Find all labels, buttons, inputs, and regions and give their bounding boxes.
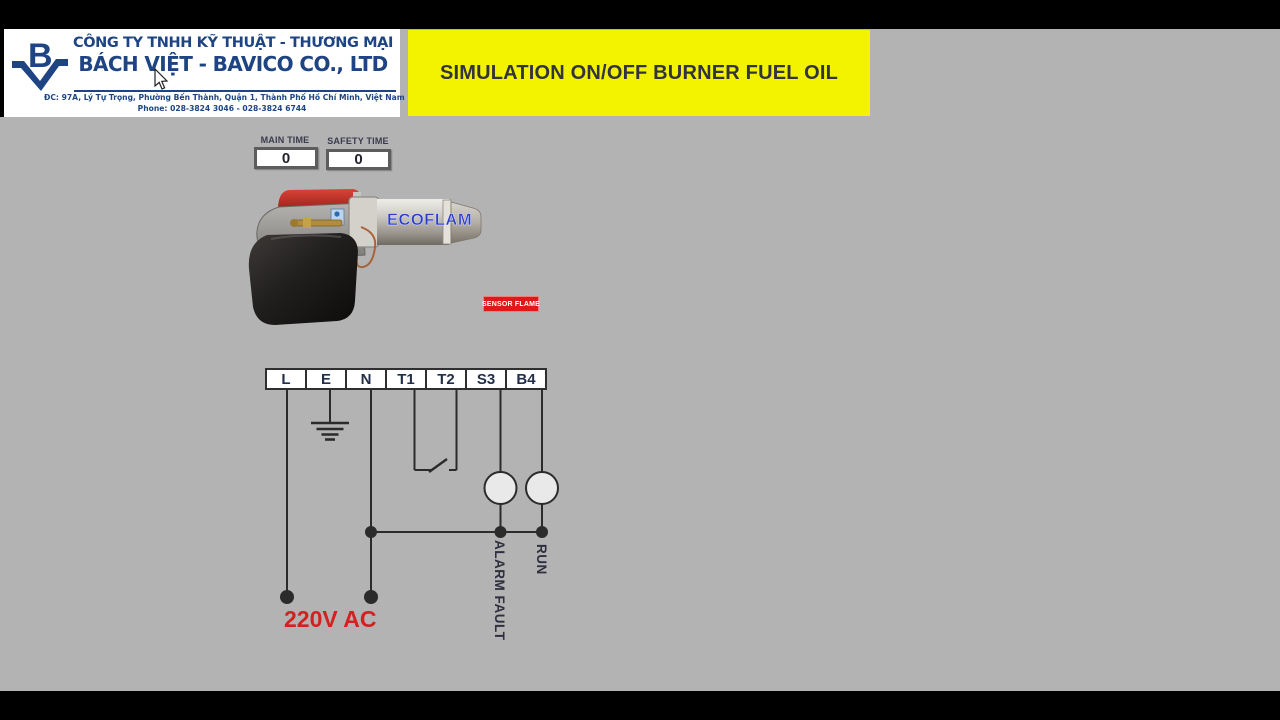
supply-voltage-label: 220V AC (284, 606, 377, 632)
main-time-display[interactable]: 0 (254, 147, 318, 169)
supply-terminal-L (280, 590, 294, 604)
bottom-black-bar (0, 691, 1280, 720)
company-header-card: B CÔNG TY TNHH KỸ THUẬT - THƯƠNG MẠI BÁC… (4, 29, 405, 117)
header-separator-line (74, 90, 396, 92)
terminal-E[interactable]: E (305, 368, 347, 390)
terminal-S3-label: S3 (476, 370, 496, 388)
wiring-diagram (280, 390, 559, 604)
terminal-N-label: N (360, 370, 372, 388)
company-name-block: CÔNG TY TNHH KỸ THUẬT - THƯƠNG MẠI BÁCH … (68, 35, 398, 76)
terminal-T1-label: T1 (397, 370, 415, 388)
sensor-flame-label: SENSOR FLAME (482, 300, 541, 308)
svg-text:B: B (28, 37, 53, 75)
company-name-line1: CÔNG TY TNHH KỸ THUẬT - THƯƠNG MẠI (73, 35, 393, 51)
terminal-T2[interactable]: T2 (425, 368, 467, 390)
terminal-T1[interactable]: T1 (385, 368, 427, 390)
burner-nozzle-cone (450, 201, 482, 244)
burner-copper-tube (355, 226, 377, 269)
supply-terminal-N (364, 590, 378, 604)
run-label: RUN (534, 544, 549, 575)
ground-symbol (311, 421, 349, 441)
alarm-lamp (483, 471, 518, 505)
company-address: ĐC: 97A, Lý Tự Trọng, Phường Bến Thành, … (44, 93, 405, 102)
junction-N (365, 526, 377, 538)
sensor-flame-tag[interactable]: SENSOR FLAME (482, 296, 541, 312)
safety-time-value: 0 (354, 151, 363, 168)
burner-black-hood (248, 233, 358, 325)
main-time-label: MAIN TIME (260, 135, 310, 145)
terminal-L-label: L (281, 370, 291, 388)
company-phone: Phone: 028-3824 3046 - 028-3824 6744 (137, 104, 307, 113)
terminal-B4-label: B4 (516, 370, 536, 388)
safety-time-display[interactable]: 0 (326, 149, 391, 170)
burner-image: ECOFLAM (248, 189, 482, 325)
switch-blade (428, 458, 448, 473)
terminal-strip: L E N T1 T2 S3 B4 (265, 368, 547, 390)
burner-brand-text: ECOFLAM (387, 211, 472, 229)
terminal-N[interactable]: N (345, 368, 387, 390)
bavico-logo-icon: B (12, 37, 68, 91)
junction-S3 (494, 526, 507, 538)
junction-B4 (536, 526, 548, 538)
mouse-cursor-icon (154, 68, 169, 90)
top-black-bar (0, 0, 1280, 29)
company-name-line2: BÁCH VIỆT - BAVICO CO., LTD (78, 52, 388, 76)
title-banner: SIMULATION ON/OFF BURNER FUEL OIL (408, 30, 870, 116)
left-black-edge (0, 29, 4, 117)
alarm-fault-label: ALARM FAULT (492, 540, 507, 641)
main-time-value: 0 (281, 149, 291, 167)
safety-time-label: SAFETY TIME (327, 136, 389, 146)
run-lamp (525, 471, 559, 505)
terminal-T2-label: T2 (437, 370, 455, 388)
burner-blast-tube (377, 199, 449, 245)
terminal-S3[interactable]: S3 (465, 368, 507, 390)
terminal-L[interactable]: L (265, 368, 307, 390)
page-title: SIMULATION ON/OFF BURNER FUEL OIL (439, 61, 839, 84)
terminal-E-label: E (320, 370, 331, 388)
burner-brass-fitting (291, 219, 343, 227)
terminal-B4[interactable]: B4 (505, 368, 547, 390)
